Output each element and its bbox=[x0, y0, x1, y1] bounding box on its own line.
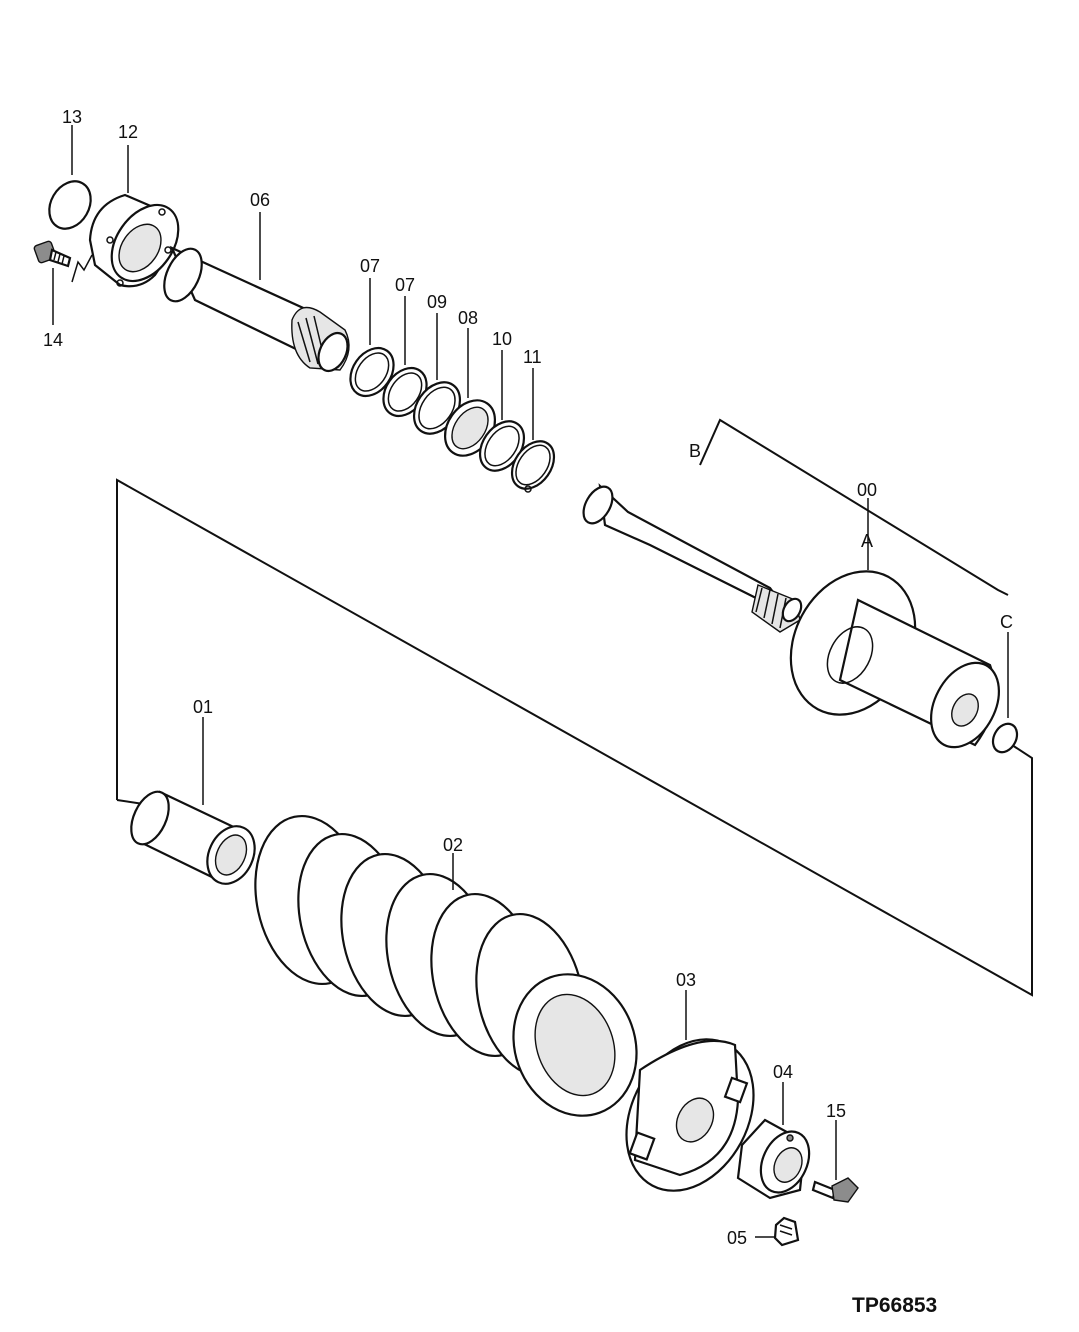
part-02-recoil-spring bbox=[254, 814, 638, 1117]
part-01-spacer-tube bbox=[130, 717, 256, 885]
callout-13: 13 bbox=[62, 107, 82, 127]
part-15-grease-fitting bbox=[811, 1120, 859, 1203]
part-c-o-ring bbox=[991, 632, 1019, 754]
reference-code: TP66853 bbox=[852, 1294, 937, 1317]
part-03-spring-retainer bbox=[625, 990, 755, 1192]
part-06-piston-rod bbox=[163, 212, 350, 373]
callout-11: 11 bbox=[523, 347, 542, 367]
part-b-threaded-rod bbox=[582, 483, 803, 633]
callout-08: 08 bbox=[458, 308, 478, 328]
callout-00: 00 bbox=[857, 480, 877, 500]
callout-06: 06 bbox=[250, 190, 270, 210]
callout-12: 12 bbox=[118, 122, 138, 142]
callout-a: A bbox=[861, 531, 873, 551]
callout-c: C bbox=[1000, 612, 1013, 632]
callout-09: 09 bbox=[427, 292, 447, 312]
callout-01: 01 bbox=[193, 697, 213, 717]
part-a-cylinder-body bbox=[789, 570, 1000, 749]
callout-15: 15 bbox=[826, 1101, 846, 1121]
part-13-o-ring bbox=[48, 125, 92, 230]
callout-07-first: 07 bbox=[360, 256, 380, 276]
callout-05: 05 bbox=[727, 1228, 747, 1248]
assembly-bracket-lines bbox=[116, 418, 1033, 997]
callout-labels: 13 12 14 06 07 07 09 08 10 11 B 00 A C 0… bbox=[43, 107, 1013, 1317]
part-11-snap-ring bbox=[510, 368, 556, 493]
part-05-plug bbox=[755, 1216, 800, 1247]
callout-07-second: 07 bbox=[395, 275, 415, 295]
part-10-ring bbox=[478, 350, 526, 472]
callout-04: 04 bbox=[773, 1062, 793, 1082]
callout-10: 10 bbox=[492, 329, 512, 349]
callout-14: 14 bbox=[43, 330, 63, 350]
callout-02: 02 bbox=[443, 835, 463, 855]
callout-b: B bbox=[689, 441, 701, 461]
callout-03: 03 bbox=[676, 970, 696, 990]
part-04-nut bbox=[736, 1082, 811, 1200]
part-12-flange-housing bbox=[88, 145, 180, 288]
part-14-bolt bbox=[33, 240, 93, 325]
